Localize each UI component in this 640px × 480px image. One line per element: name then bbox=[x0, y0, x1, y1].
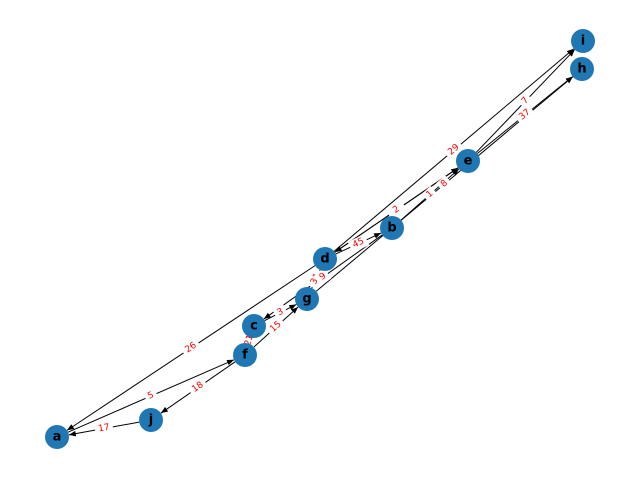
nodes-layer: a b c d e f g hi j bbox=[45, 29, 595, 449]
edge-weight-label: 3 bbox=[276, 307, 286, 319]
edge-weight-label: 45 bbox=[351, 237, 366, 251]
edge-label-g-h: 8 bbox=[436, 175, 453, 193]
edge-label-background bbox=[272, 304, 289, 321]
edge-label-background bbox=[143, 388, 159, 404]
edge-label-background bbox=[187, 377, 209, 398]
node-e: e bbox=[456, 149, 480, 173]
edge-weight-label: 2 bbox=[391, 204, 401, 215]
node-circle bbox=[313, 247, 337, 271]
node-g: g bbox=[295, 287, 319, 311]
node-a: a bbox=[45, 425, 69, 449]
edge-weight-label: 8 bbox=[439, 178, 450, 190]
edge-label-background bbox=[514, 104, 536, 126]
edge-label-b-c: 9 bbox=[314, 268, 332, 286]
node-label: a bbox=[53, 430, 62, 445]
node-circle bbox=[571, 29, 595, 53]
node-label: f bbox=[242, 348, 248, 363]
edge-label-j-a: 17 bbox=[94, 420, 114, 437]
edge-label-f-g: 15 bbox=[265, 316, 287, 338]
edge-label-background bbox=[388, 201, 405, 219]
node-label: i bbox=[581, 34, 585, 49]
edge-label-background bbox=[421, 186, 439, 203]
edge-label-background bbox=[347, 234, 370, 253]
edge-label-background bbox=[436, 175, 453, 193]
edge-label-d-a: 26 bbox=[180, 338, 202, 358]
node-circle bbox=[570, 57, 594, 81]
edge-label-background bbox=[517, 92, 534, 110]
node-circle bbox=[295, 287, 319, 311]
node-c: c bbox=[242, 314, 266, 338]
edge-label-d-i: 29 bbox=[443, 139, 465, 161]
edge-label-e-i: 7 bbox=[517, 92, 534, 110]
node-f: f bbox=[233, 343, 257, 367]
edge-weight-label: 7 bbox=[520, 95, 531, 106]
node-i: i bbox=[571, 29, 595, 53]
node-label: h bbox=[577, 62, 586, 77]
node-circle bbox=[139, 408, 163, 432]
node-circle bbox=[380, 216, 404, 240]
edge-weight-label: 1 bbox=[425, 189, 436, 200]
node-circle bbox=[45, 425, 69, 449]
node-d: d bbox=[313, 247, 337, 271]
node-label: j bbox=[148, 413, 153, 428]
edge-label-background bbox=[94, 420, 114, 437]
node-h: h bbox=[570, 57, 594, 81]
edge-label-background bbox=[265, 316, 287, 338]
edge-label-f-j: 18 bbox=[187, 377, 209, 398]
node-b: b bbox=[380, 216, 404, 240]
edge-weight-label: 9 bbox=[318, 271, 329, 283]
edge-label-b-e: 1 bbox=[421, 186, 439, 203]
edge-label-e-h: 37 bbox=[514, 104, 536, 126]
edge-label-d-b: 45 bbox=[347, 234, 370, 253]
node-circle bbox=[242, 314, 266, 338]
edge-labels-layer: 172651821153319455012297378 bbox=[94, 92, 536, 437]
edge-weight-label: 17 bbox=[97, 423, 110, 435]
node-label: c bbox=[250, 319, 258, 334]
edge-label-background bbox=[443, 139, 465, 161]
edges-layer bbox=[66, 48, 576, 437]
node-circle bbox=[233, 343, 257, 367]
edge-label-a-f: 5 bbox=[143, 388, 159, 404]
edge-label-d-e: 2 bbox=[388, 201, 405, 219]
node-j: j bbox=[139, 408, 163, 432]
node-label: e bbox=[464, 154, 473, 169]
edge-weight-label: 5 bbox=[146, 390, 155, 401]
edge-label-c-g: 3 bbox=[272, 304, 289, 321]
edge-label-background bbox=[314, 268, 332, 286]
node-label: d bbox=[320, 252, 329, 267]
node-label: b bbox=[387, 221, 396, 236]
node-label: g bbox=[302, 292, 311, 307]
edge-label-background bbox=[180, 338, 202, 358]
node-circle bbox=[456, 149, 480, 173]
